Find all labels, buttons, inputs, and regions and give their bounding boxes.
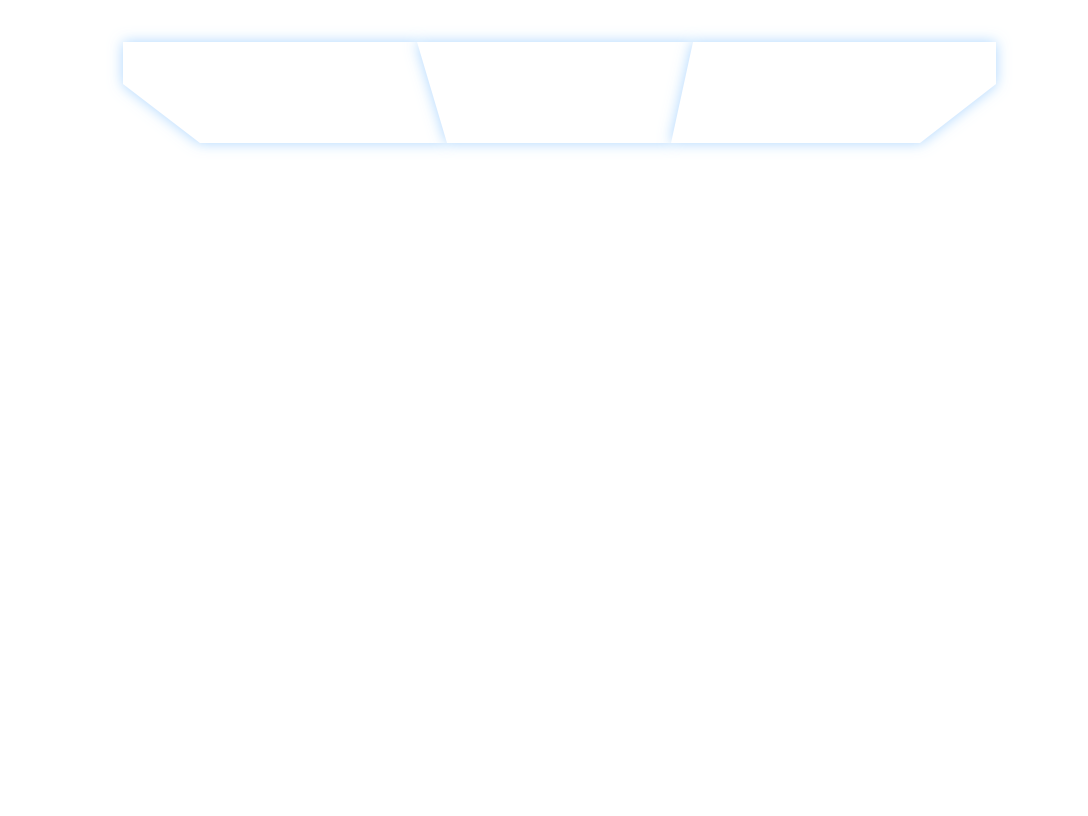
banner-right-segment bbox=[671, 42, 996, 143]
banner-left-segment bbox=[123, 42, 447, 143]
banner-center-segment bbox=[417, 42, 693, 143]
header-banner bbox=[123, 42, 996, 143]
